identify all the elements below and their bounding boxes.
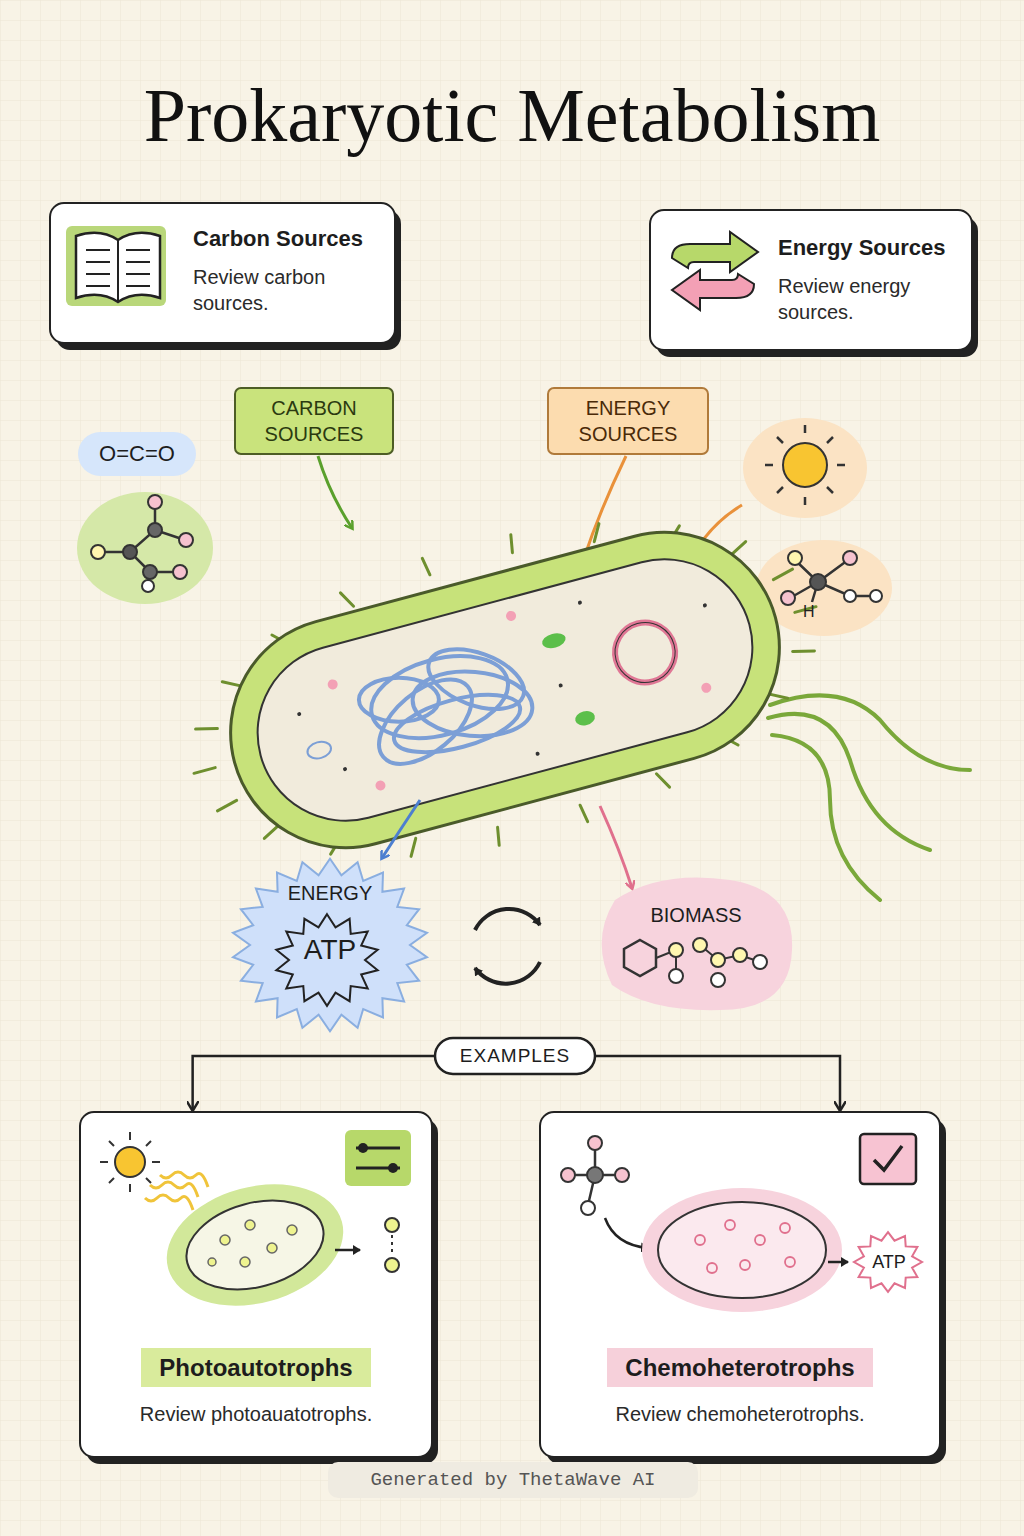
node-heading: EXAMPLES bbox=[441, 1044, 589, 1069]
watermark-pill: Generated by ThetaWave AI bbox=[328, 1462, 698, 1498]
biomass-blob: BIOMASS bbox=[600, 878, 792, 1010]
node-body: Review energy sources. bbox=[778, 273, 956, 325]
example-card: PhotoautotrophsReview photoauatotrophs. bbox=[80, 1112, 432, 1457]
node-heading: Photoautotrophs bbox=[96, 1348, 416, 1387]
atp-star: ATP bbox=[858, 1237, 920, 1289]
node-heading: O=C=O bbox=[82, 440, 192, 469]
info-card: Energy SourcesReview energy sources. bbox=[650, 210, 972, 350]
source-tag: ENERGY SOURCES bbox=[548, 388, 708, 454]
node-heading: ATP bbox=[858, 1251, 920, 1274]
pilus bbox=[194, 768, 215, 774]
node-heading: ENERGY bbox=[245, 880, 415, 906]
node-heading: Energy Sources bbox=[778, 234, 956, 263]
source-tag: CARBON SOURCES bbox=[235, 388, 393, 454]
pilus bbox=[407, 838, 420, 856]
pilus bbox=[340, 590, 353, 608]
node-body: Review carbon sources. bbox=[193, 264, 377, 316]
connector bbox=[193, 1056, 435, 1110]
node-body: Review photoauatotrophs. bbox=[96, 1401, 416, 1427]
pilus bbox=[793, 646, 815, 656]
node-heading: Photoautotrophs bbox=[141, 1348, 370, 1387]
pilus bbox=[495, 827, 503, 845]
example-card: ChemoheterotrophsReview chemoheterotroph… bbox=[540, 1112, 940, 1457]
molecule-formula: O=C=O bbox=[78, 432, 196, 476]
node-heading: CARBON SOURCES bbox=[249, 395, 379, 447]
pilus bbox=[508, 535, 516, 553]
atom-label: H bbox=[803, 603, 815, 621]
node-heading: Chemoheterotrophs bbox=[607, 1348, 872, 1387]
node-body: ATP bbox=[245, 932, 415, 968]
node-heading: Carbon Sources bbox=[193, 225, 377, 254]
pilus bbox=[772, 569, 794, 579]
node-body: Review chemoheterotrophs. bbox=[556, 1401, 924, 1427]
title: Prokaryotic Metabolism bbox=[0, 72, 1024, 159]
node-heading: BIOMASS bbox=[610, 902, 782, 928]
pilus bbox=[590, 524, 603, 542]
node-heading: Chemoheterotrophs bbox=[556, 1348, 924, 1387]
examples-pill: EXAMPLES bbox=[435, 1038, 595, 1074]
pilus bbox=[422, 558, 430, 576]
info-card: Carbon SourcesReview carbon sources. bbox=[50, 203, 395, 343]
pilus bbox=[656, 771, 669, 789]
pilus bbox=[216, 800, 238, 810]
node-heading: ENERGY SOURCES bbox=[562, 395, 694, 447]
pilus bbox=[196, 724, 218, 734]
energy-burst: ENERGY ATP bbox=[235, 860, 425, 1025]
node-heading: Generated by ThetaWave AI bbox=[334, 1468, 692, 1493]
connector bbox=[595, 1056, 840, 1110]
pilus bbox=[580, 804, 588, 822]
